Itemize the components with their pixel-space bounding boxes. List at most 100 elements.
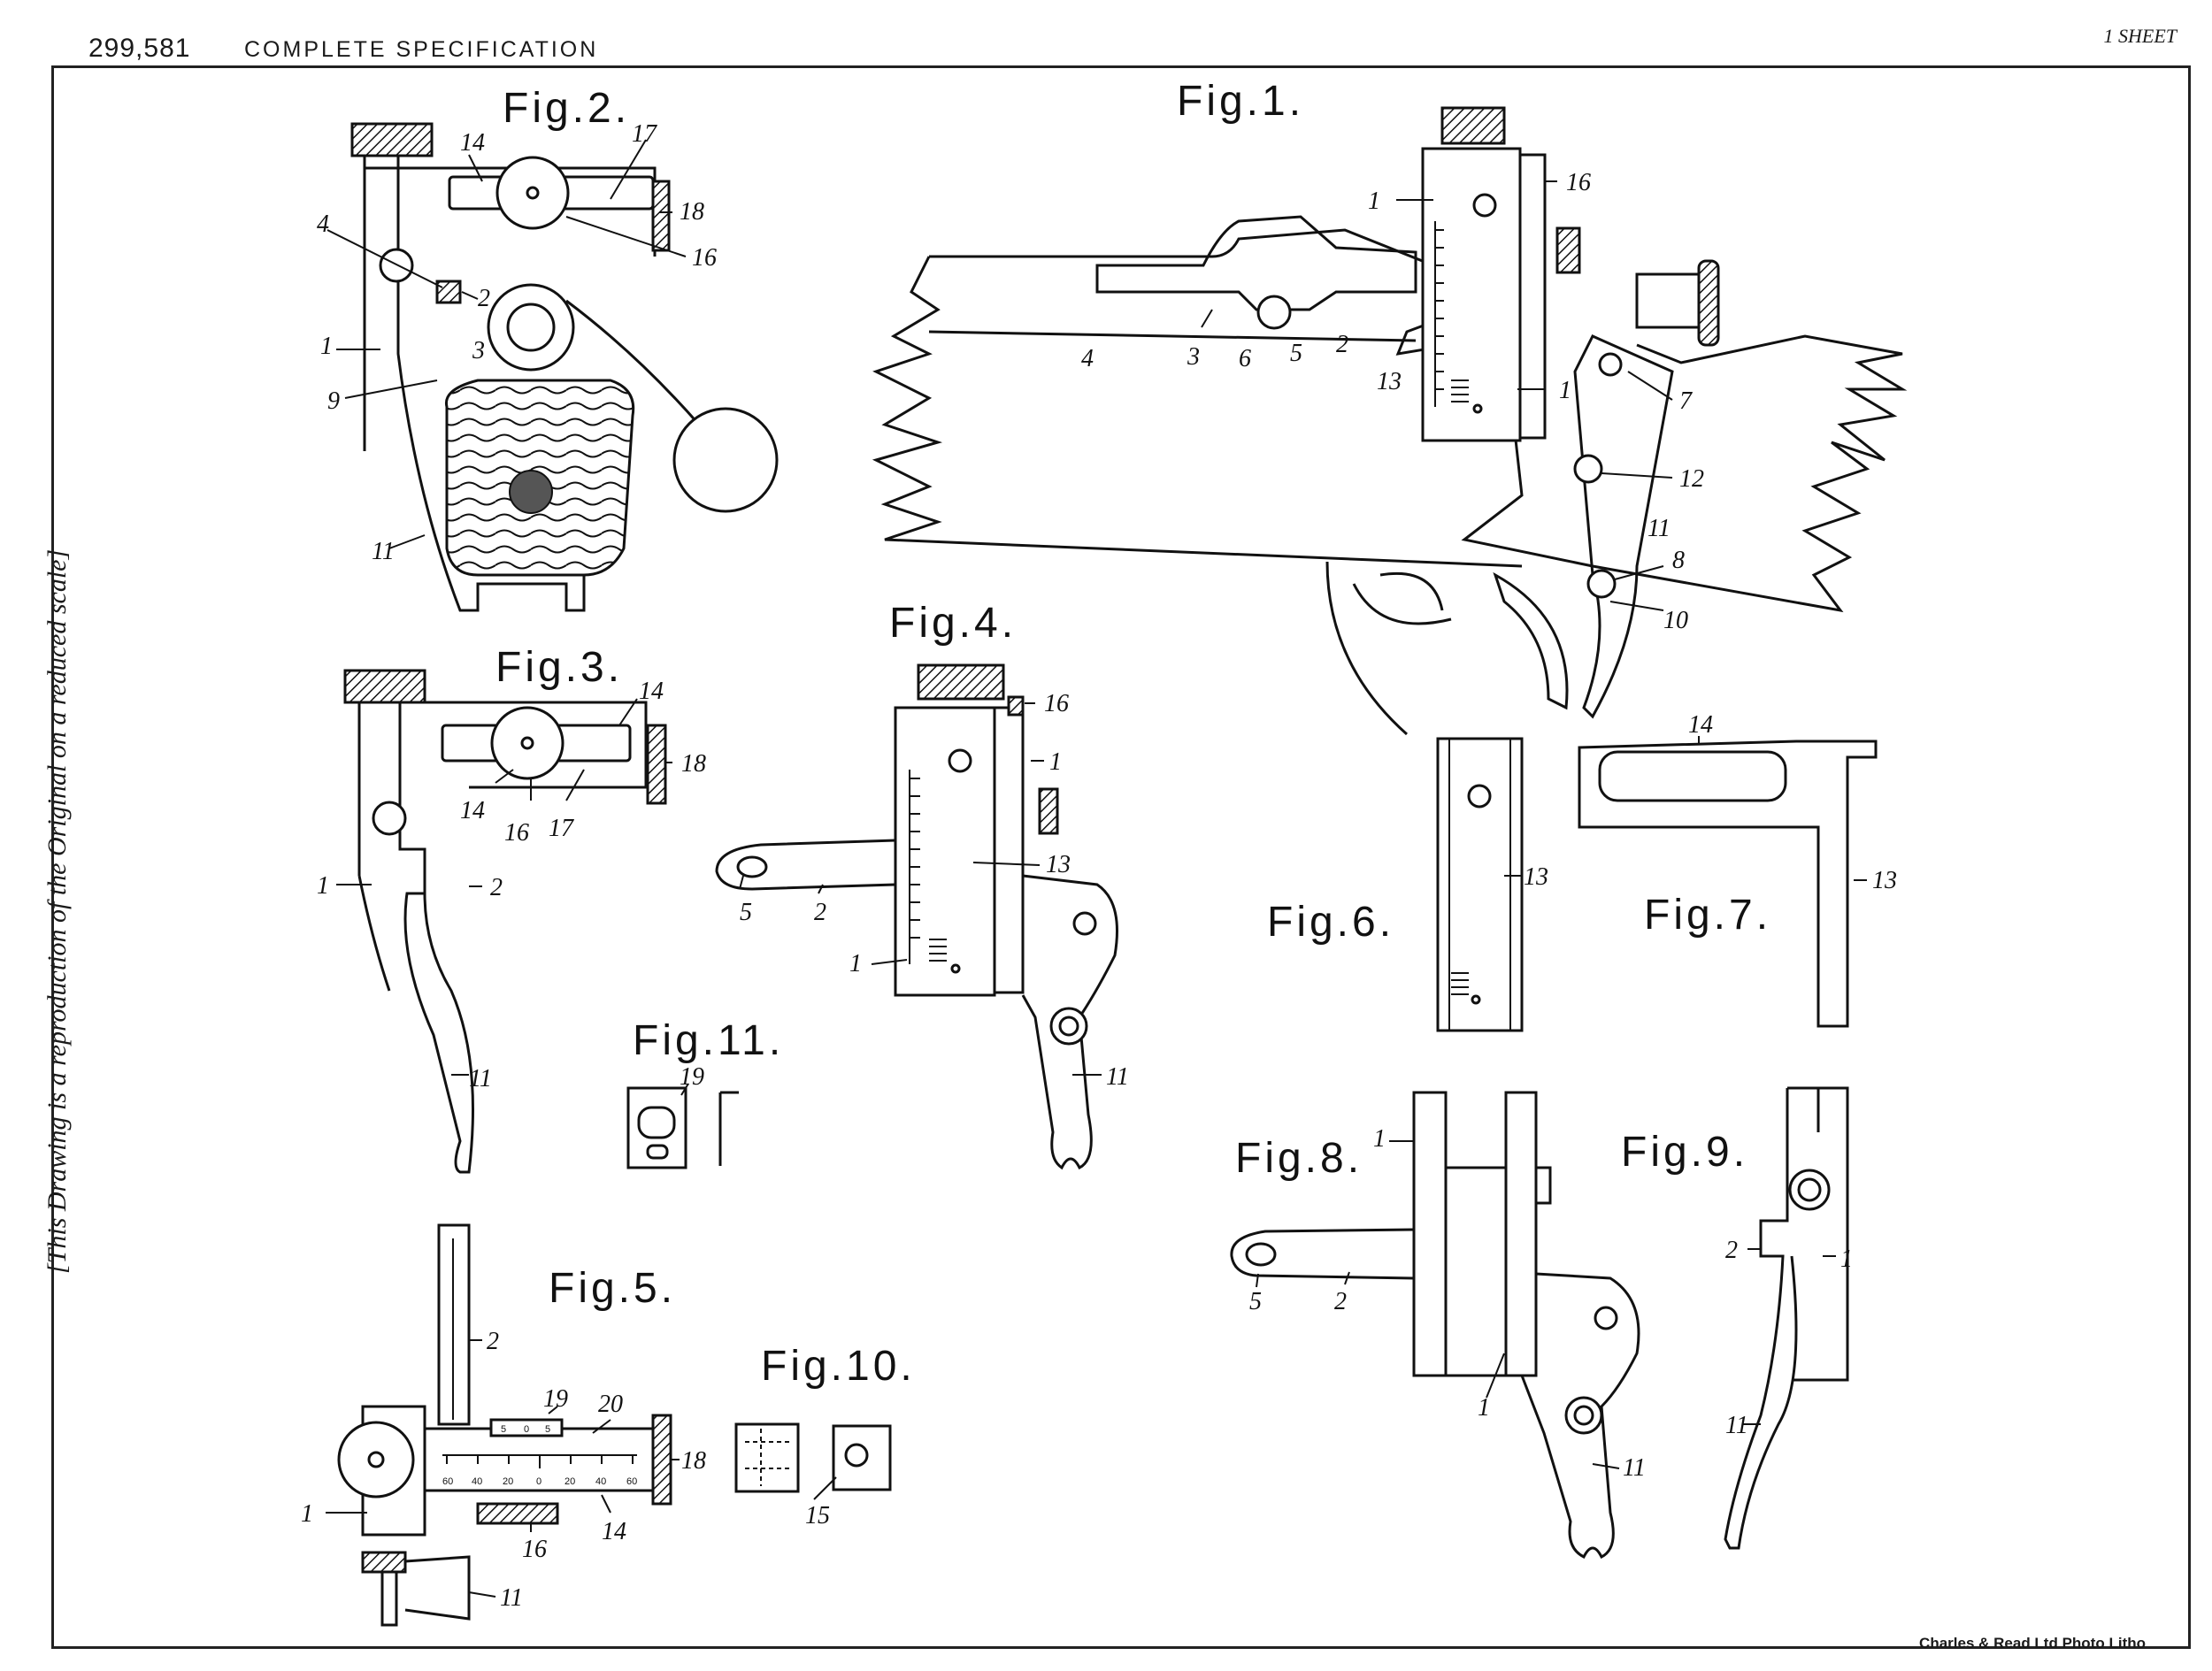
fig3-ref-16: 16 (504, 819, 529, 847)
fig6-label: Fig.6. (1267, 899, 1394, 946)
fig2-ref-3: 3 (472, 337, 485, 364)
fig10-label: Fig.10. (761, 1343, 916, 1390)
fig2-ref-17: 17 (632, 120, 657, 148)
fig5-lever (405, 1557, 469, 1619)
fig11-angle (720, 1092, 739, 1166)
fig1-stock (876, 230, 1902, 610)
fig6-hole (1469, 786, 1490, 807)
fig5-small-5a: 5 (501, 1424, 506, 1435)
figure-6: Fig.6. 13 (1267, 739, 1548, 1031)
fig1-bolt (1097, 217, 1416, 310)
fig1-ref-13: 13 (1377, 368, 1402, 395)
figure-1: Fig.1. (876, 78, 1902, 734)
fig3-ref-2: 2 (490, 874, 503, 901)
fig3-disc-center (522, 738, 533, 748)
fig8-rail-left (1414, 1092, 1446, 1376)
fig1-screw-12 (1575, 456, 1601, 482)
fig5-small-0: 0 (524, 1424, 529, 1435)
fig5-ref-11: 11 (500, 1584, 523, 1612)
fig2-catch (437, 281, 460, 303)
fig3-sight-cap (345, 671, 425, 702)
fig1-sight-cap (1442, 108, 1504, 143)
fig1-trigger (1495, 575, 1567, 708)
fig3-ref-14b: 14 (460, 797, 485, 824)
fig8-rail-right (1506, 1092, 1536, 1376)
fig5-stem (382, 1572, 396, 1625)
fig4-sight-hole (949, 750, 971, 771)
fig4-ref-1b: 1 (849, 950, 862, 977)
fig6-ref-13: 13 (1524, 863, 1548, 891)
fig4-pivot (1074, 913, 1095, 934)
fig2-sight-cap (352, 124, 432, 156)
fig4-cap-16 (1009, 697, 1023, 715)
fig5-ref-1: 1 (301, 1500, 313, 1528)
fig2-ref-16: 16 (692, 244, 717, 272)
figure-4: Fig.4. 1 (717, 600, 1129, 1168)
fig9-screw-inner (1799, 1179, 1820, 1200)
fig4-ref-2: 2 (814, 899, 826, 926)
fig5-ref-20: 20 (598, 1391, 623, 1418)
fig5-ref-19: 19 (543, 1385, 568, 1413)
fig1-ref-1b: 1 (1559, 377, 1571, 404)
fig4-screw-inner (1060, 1017, 1078, 1035)
fig1-ref-5: 5 (1290, 340, 1302, 367)
fig11-ref-19: 19 (680, 1063, 704, 1091)
fig2-handle-ball (674, 409, 777, 511)
fig2-ref-4: 4 (317, 211, 329, 238)
fig4-ref-5: 5 (740, 899, 752, 926)
fig7-label: Fig.7. (1644, 892, 1771, 939)
fig1-trigger-guard (1327, 562, 1451, 734)
fig1-ref-10: 10 (1663, 607, 1688, 634)
fig5-scale-40b: 40 (595, 1476, 606, 1487)
fig8-ref-5: 5 (1249, 1288, 1262, 1315)
fig5-ref-2: 2 (487, 1328, 499, 1355)
fig2-knob (653, 181, 669, 250)
fig3-ref-11: 11 (469, 1065, 492, 1092)
figure-11: Fig.11. 19 (628, 1017, 784, 1168)
fig5-scale-60b: 60 (626, 1476, 637, 1487)
fig3-knob (648, 725, 665, 803)
fig4-scale-dot (952, 965, 959, 972)
fig3-ref-14a: 14 (639, 678, 664, 705)
fig4-sight-cap (918, 665, 1003, 699)
fig4-knob (1040, 789, 1057, 833)
figure-10: Fig.10. 15 (736, 1343, 916, 1529)
fig1-eyepiece (1699, 261, 1718, 345)
fig3-ref-17: 17 (549, 815, 574, 842)
fig5-disc-center (369, 1453, 383, 1467)
fig5-scale-20a: 20 (503, 1476, 513, 1487)
fig6-dot (1472, 996, 1479, 1003)
fig5-scale-0: 0 (536, 1476, 541, 1487)
fig1-aperture-arm (1637, 274, 1699, 327)
fig1-ref-7: 7 (1679, 387, 1693, 415)
fig8-label: Fig.8. (1235, 1135, 1363, 1182)
fig1-ref-3: 3 (1187, 343, 1200, 371)
fig1-ref-12: 12 (1679, 465, 1704, 493)
fig4-slot-5 (738, 857, 766, 877)
fig2-ref-14: 14 (460, 129, 485, 157)
fig4-sight-rail (995, 708, 1023, 993)
fig4-ref-11: 11 (1106, 1063, 1129, 1091)
fig2-ref-9: 9 (327, 387, 340, 415)
fig1-sight-body (1423, 149, 1520, 441)
fig2-label: Fig.2. (503, 85, 630, 132)
fig7-ref-13: 13 (1872, 867, 1897, 894)
fig11-label: Fig.11. (633, 1017, 784, 1064)
fig5-scale-20b: 20 (565, 1476, 575, 1487)
fig4-ref-16: 16 (1044, 690, 1069, 717)
fig1-ref-4: 4 (1081, 345, 1094, 372)
fig3-frame (359, 702, 646, 1172)
fig9-ref-1: 1 (1840, 1246, 1853, 1273)
fig4-ref-13: 13 (1046, 851, 1071, 878)
fig1-ref-6: 6 (1239, 345, 1251, 372)
fig7-ref-14: 14 (1688, 711, 1713, 739)
fig1-label: Fig.1. (1177, 78, 1304, 125)
fig11-slot (648, 1146, 667, 1158)
fig1-knob (1557, 228, 1579, 272)
fig3-label: Fig.3. (495, 644, 623, 691)
figure-8: Fig.8. 1 5 2 1 11 (1232, 1092, 1646, 1557)
fig2-ref-2: 2 (478, 285, 490, 312)
fig4-ref-1a: 1 (1049, 748, 1062, 776)
fig1-sight-rail (1520, 155, 1545, 438)
